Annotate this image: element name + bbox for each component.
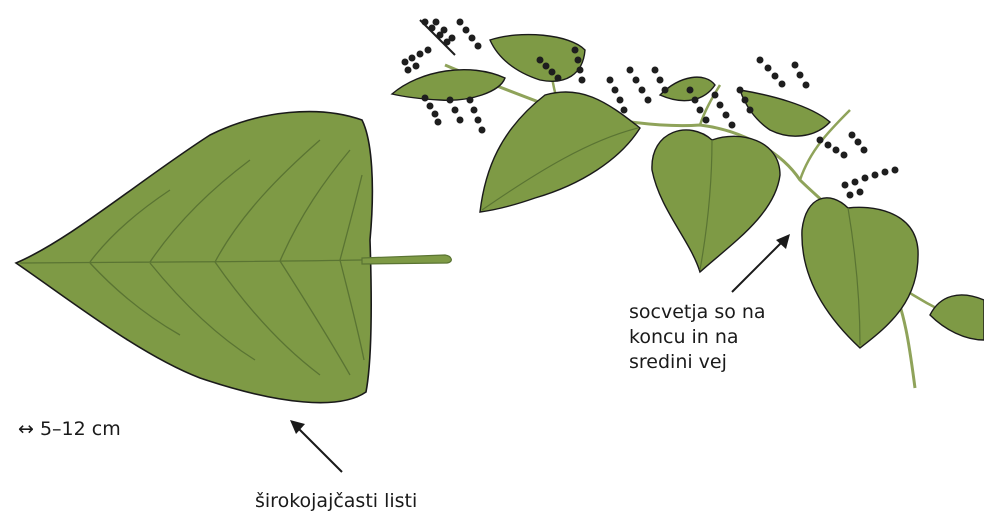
inflorescence-2 — [402, 47, 431, 73]
leaf-petiole — [362, 255, 451, 264]
leaf-label: širokojajčasti listi — [255, 489, 417, 514]
inflorescence-label-line-3: sredini vej — [629, 350, 766, 375]
inflorescence-arrow — [732, 234, 790, 292]
leaf-blade — [16, 112, 372, 403]
large-leaf — [16, 112, 451, 403]
inflorescences — [402, 19, 898, 198]
inflorescence-label-line-1: socvetja so na — [629, 300, 766, 325]
branch-leaf-3 — [480, 92, 640, 212]
inflorescence-9 — [842, 167, 898, 198]
branch-leaf-7 — [930, 295, 984, 340]
leaf-arrow — [290, 420, 342, 472]
inflorescence-label: socvetja so na koncu in na sredini vej — [629, 300, 766, 375]
branch-leaf-5 — [740, 90, 830, 136]
size-label: ↔ 5–12 cm — [18, 417, 121, 442]
branch-leaf-1 — [392, 70, 505, 101]
inflorescence-7 — [757, 57, 809, 88]
inflorescence-5 — [607, 67, 668, 113]
branch-leaf-4 — [652, 130, 780, 272]
inflorescence-label-line-2: koncu in na — [629, 325, 766, 350]
